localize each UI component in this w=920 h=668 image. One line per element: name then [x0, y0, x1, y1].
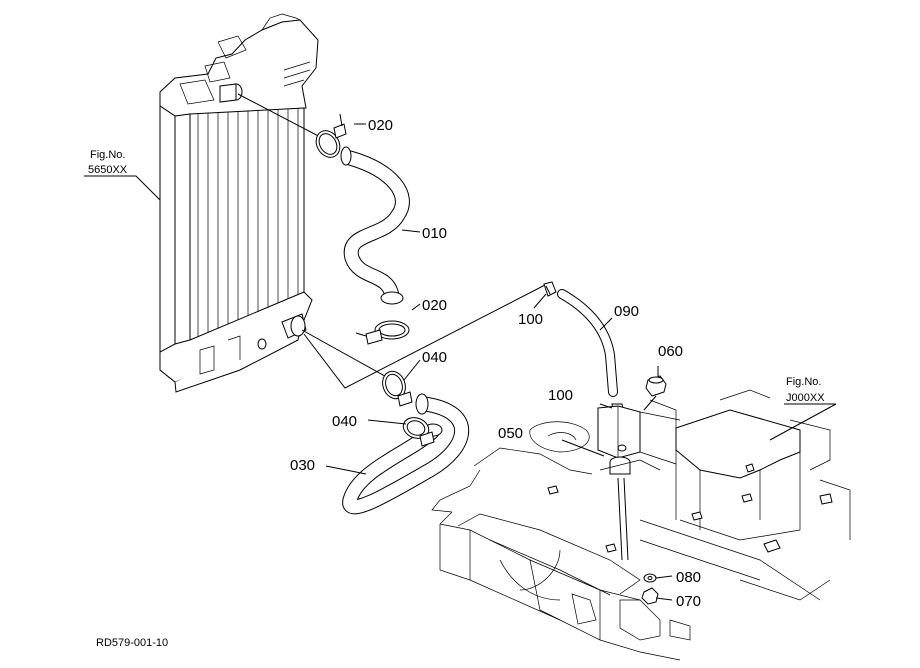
callout-040-bottom: 040	[332, 413, 357, 430]
callout-100-top: 100	[518, 311, 543, 328]
callout-080: 080	[676, 569, 701, 586]
nut-070	[641, 587, 659, 605]
callout-070: 070	[676, 593, 701, 610]
figref-right: Fig.No. J000XX	[769, 376, 837, 441]
leader-outlet	[303, 284, 546, 389]
callout-020-bottom: 020	[422, 297, 447, 314]
figref-left-line2: 5650XX	[88, 164, 128, 176]
radiator-core-fins	[197, 108, 299, 338]
hose-clamp-020-top	[315, 113, 347, 158]
lower-hose-030	[342, 393, 470, 515]
callout-010: 010	[422, 225, 447, 242]
leader-clamp	[301, 329, 393, 381]
overflow-hose-090	[557, 289, 618, 397]
hose-clamp-020-bottom	[355, 320, 410, 345]
callout-050: 050	[498, 425, 523, 442]
callout-030: 030	[290, 457, 315, 474]
washer-080	[643, 573, 657, 583]
callout-020-top: 020	[368, 117, 393, 134]
drawing-code: RD579-001-10	[96, 637, 168, 649]
radiator	[159, 13, 319, 393]
callout-090: 090	[614, 303, 639, 320]
callout-100-bottom: 100	[548, 387, 573, 404]
upper-hose-010	[340, 146, 410, 305]
figref-left: Fig.No. 5650XX	[84, 149, 161, 201]
reserve-tank-050	[597, 405, 641, 561]
hose-clamp-040-bottom	[402, 417, 435, 447]
hose-clip-100-top	[543, 281, 557, 297]
leader-inlet	[237, 93, 327, 141]
figref-right-line2: J000XX	[786, 392, 825, 404]
callout-040-top: 040	[422, 349, 447, 366]
bolt-060	[643, 375, 667, 411]
callout-060: 060	[658, 343, 683, 360]
figref-right-line1: Fig.No.	[786, 376, 821, 388]
frame-structure	[325, 123, 851, 661]
figref-left-line1: Fig.No.	[90, 149, 125, 161]
hose-clamp-040-top	[382, 370, 413, 407]
